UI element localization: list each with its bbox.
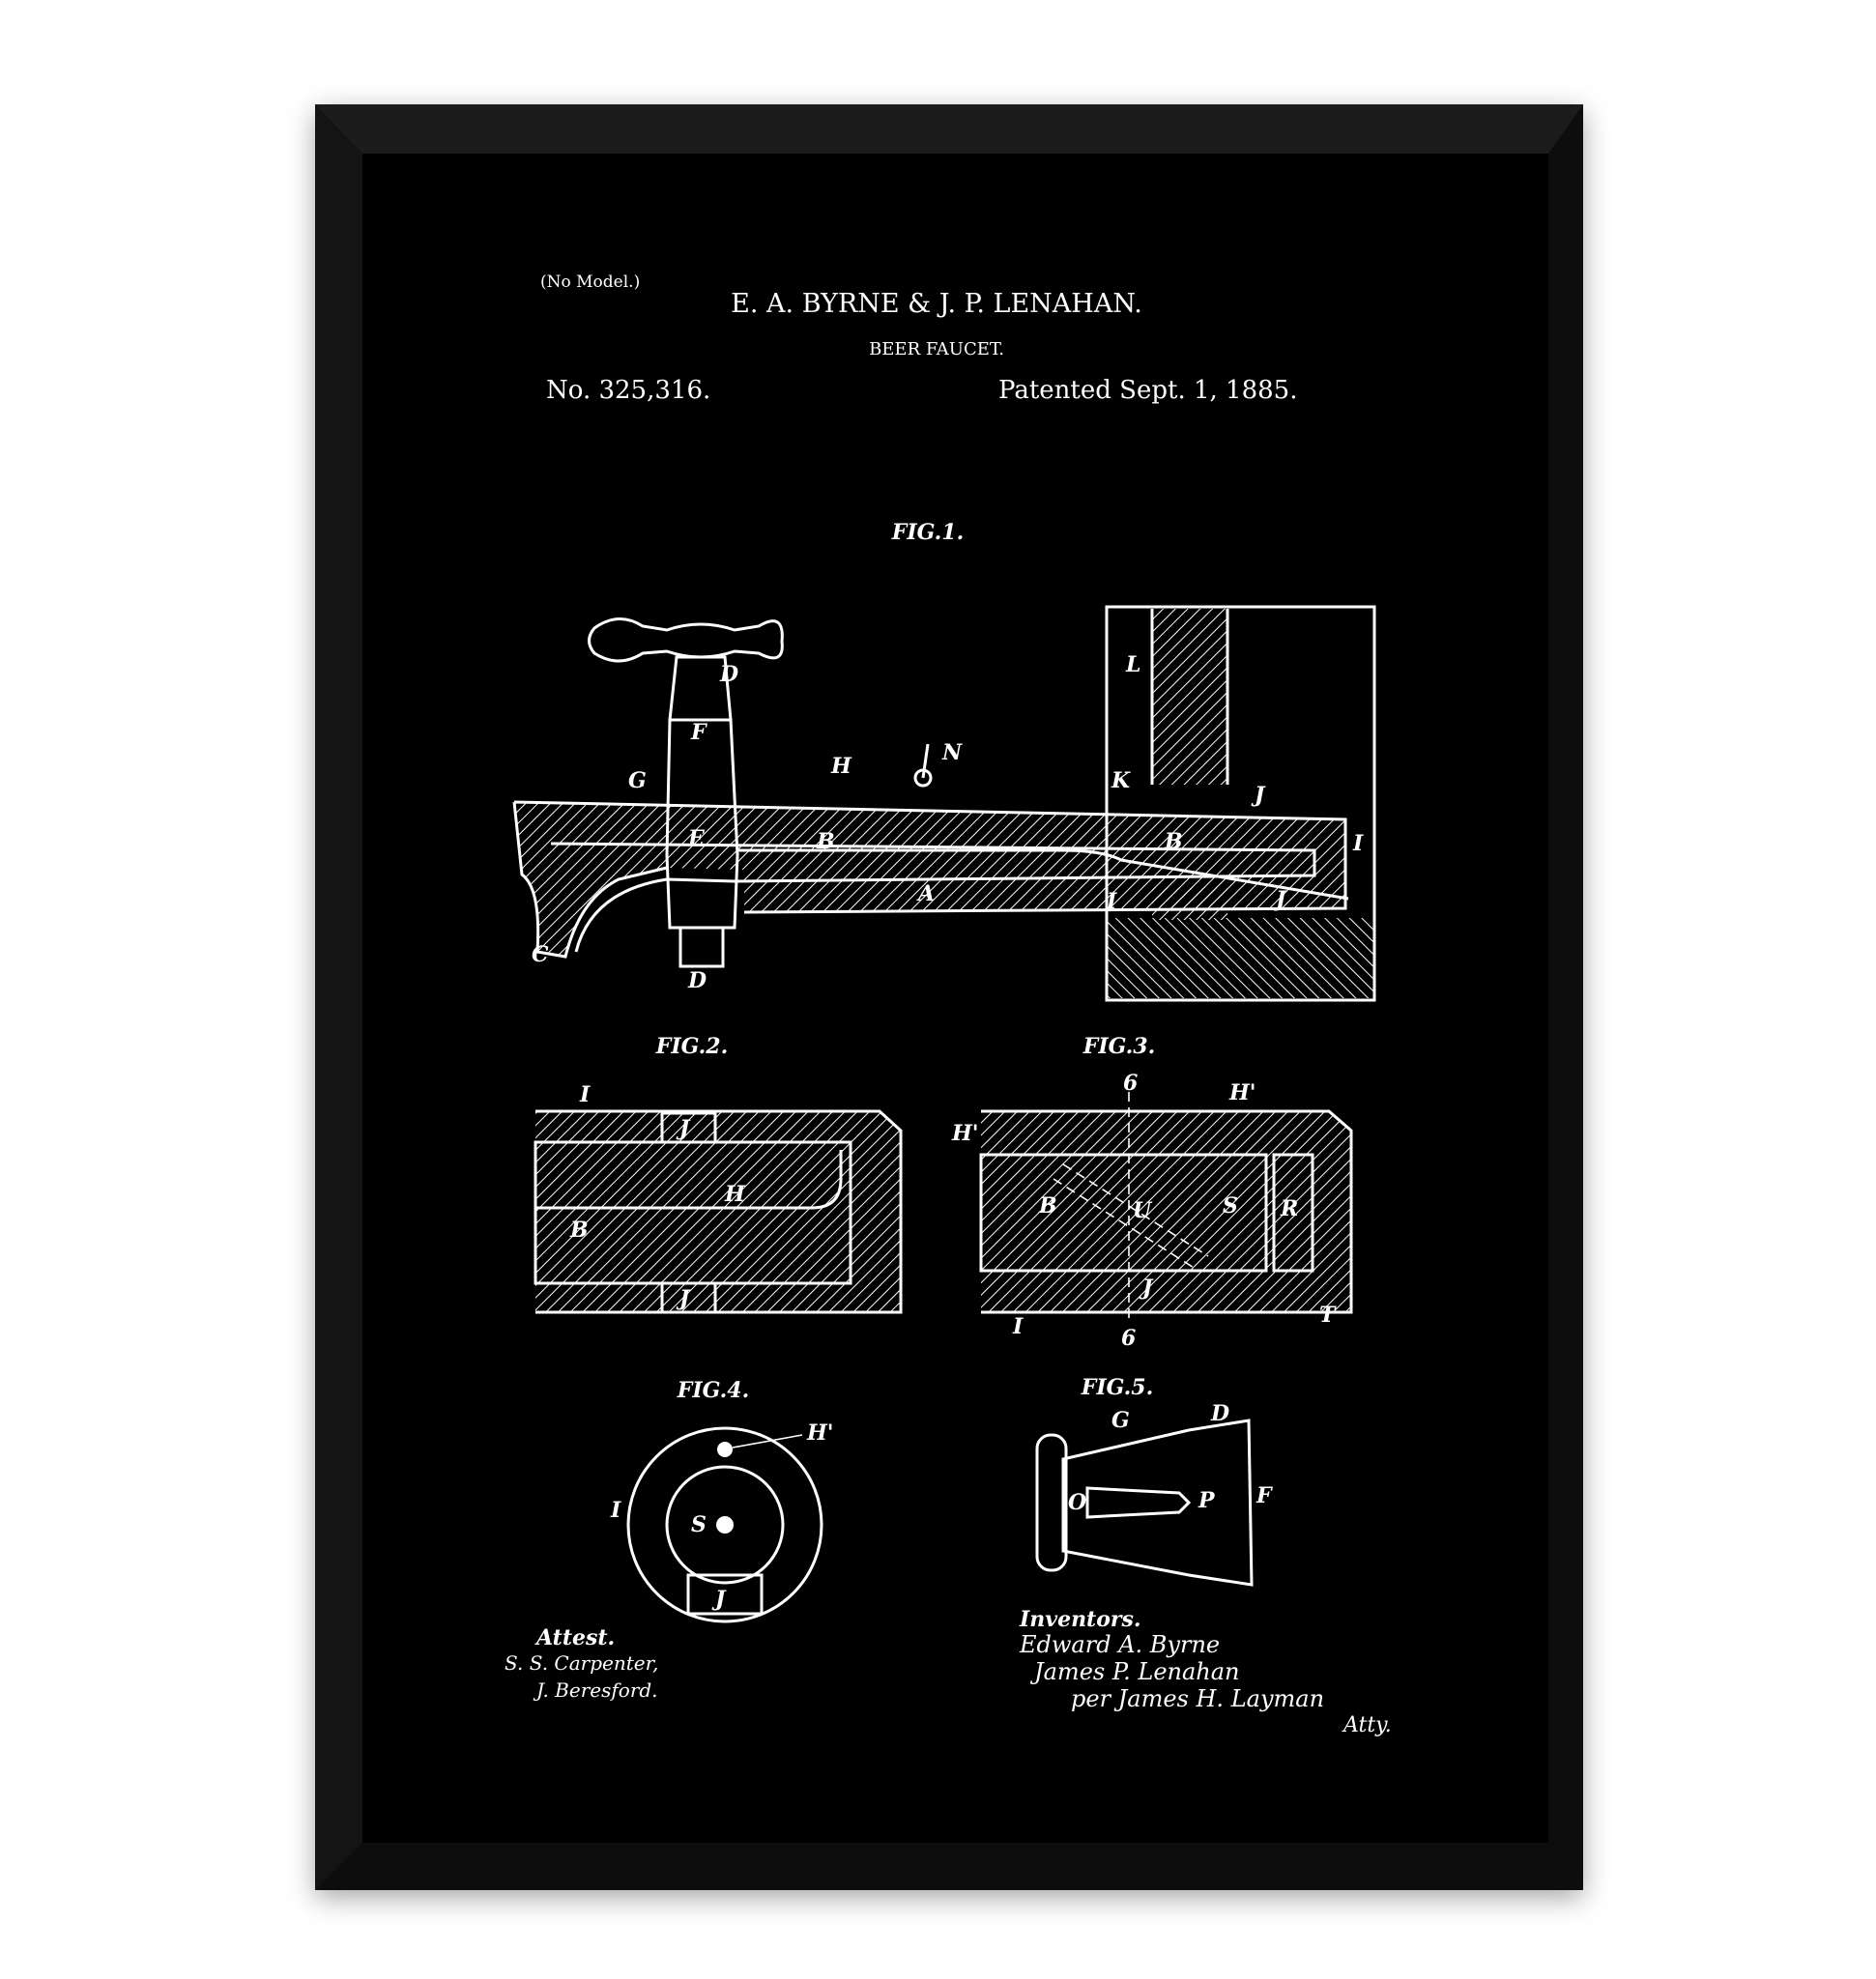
fig2-title: FIG.2. [655,1034,729,1059]
svg-text:J: J [676,1286,691,1311]
fig5-labels: G D O P F [1068,1401,1273,1515]
frame-bevel [315,104,1583,154]
figure-5: FIG.5. G D O P F [1035,1375,1273,1587]
patent-subject: BEER FAUCET. [869,339,1004,359]
svg-text:Atty.: Atty. [1342,1713,1392,1737]
svg-text:H': H' [806,1420,834,1446]
svg-text:N: N [941,740,963,765]
svg-text:I: I [1106,889,1117,914]
svg-text:I: I [610,1498,621,1523]
svg-text:G: G [628,768,647,793]
svg-text:H': H' [1228,1080,1256,1105]
fig2-labels: I J H B J [569,1082,746,1311]
figure-4: FIG.4. H' I S J [610,1378,834,1623]
svg-text:B: B [1164,829,1183,854]
svg-text:F: F [1255,1483,1273,1508]
svg-text:A: A [916,881,935,906]
svg-text:D: D [687,968,707,993]
svg-text:E: E [687,826,706,851]
svg-text:J: J [676,1116,691,1141]
svg-text:J: J [1251,783,1266,808]
svg-text:L: L [1125,652,1140,677]
svg-text:P: P [1198,1488,1216,1513]
svg-text:J. Beresford.: J. Beresford. [533,1678,658,1702]
svg-text:F: F [690,720,707,745]
svg-text:S: S [691,1512,707,1537]
svg-text:James P. Lenahan: James P. Lenahan [1029,1658,1240,1685]
svg-text:H: H [724,1182,746,1207]
attest-signatures: Attest. S. S. Carpenter, J. Beresford. [505,1625,658,1702]
svg-text:6: 6 [1123,1071,1138,1096]
svg-text:H': H' [951,1121,979,1146]
figure-3: FIG.3. 6 H' H' B U S R J I 6 T [951,1034,1353,1351]
svg-text:O: O [1068,1490,1086,1515]
svg-text:T: T [1319,1303,1337,1328]
svg-text:I: I [1012,1314,1024,1339]
patent-inventors-heading: E. A. BYRNE & J. P. LENAHAN. [731,289,1142,319]
svg-text:S: S [1223,1193,1238,1219]
svg-text:J: J [1272,887,1287,912]
patent-number: No. 325,316. [546,376,710,405]
patent-date: Patented Sept. 1, 1885. [998,376,1297,405]
svg-text:J: J [1139,1276,1154,1301]
svg-text:B: B [816,829,835,854]
fig3-title: FIG.3. [1082,1034,1156,1059]
fig3-labels: 6 H' H' B U S R J I 6 T [951,1071,1337,1351]
svg-text:D: D [719,662,738,687]
fig5-title: FIG.5. [1081,1375,1154,1400]
svg-text:Attest.: Attest. [534,1625,615,1650]
svg-text:D: D [1210,1401,1229,1426]
fig1-labels: D F G H N K L J I E B B A C D I J [532,652,1364,993]
svg-text:B: B [569,1218,589,1243]
svg-text:S. S. Carpenter,: S. S. Carpenter, [505,1651,658,1675]
fig1-title: FIG.1. [891,520,965,545]
figure-1-beer-faucet: FIG.1. D F G H N K L J I E B [512,520,1376,1002]
svg-text:I: I [579,1082,591,1107]
figure-2: FIG.2. I J H B J [534,1034,903,1314]
svg-text:Inventors.: Inventors. [1019,1607,1141,1632]
fig4-title: FIG.4. [677,1378,750,1403]
svg-text:K: K [1111,768,1131,793]
svg-text:J: J [711,1587,727,1612]
svg-text:U: U [1133,1198,1153,1223]
no-model-note: (No Model.) [540,272,640,292]
svg-text:B: B [1038,1193,1057,1219]
svg-text:H: H [830,754,852,779]
svg-text:6: 6 [1121,1326,1136,1351]
svg-text:I: I [1352,831,1364,856]
inventor-signatures: Inventors. Edward A. Byrne James P. Lena… [1019,1607,1392,1737]
svg-text:per James H. Layman: per James H. Layman [1071,1685,1324,1712]
svg-text:G: G [1111,1408,1130,1433]
fig4-labels: H' I S J [610,1420,834,1612]
svg-text:Edward A. Byrne: Edward A. Byrne [1019,1631,1220,1658]
svg-text:R: R [1280,1196,1298,1221]
svg-text:C: C [532,942,549,967]
